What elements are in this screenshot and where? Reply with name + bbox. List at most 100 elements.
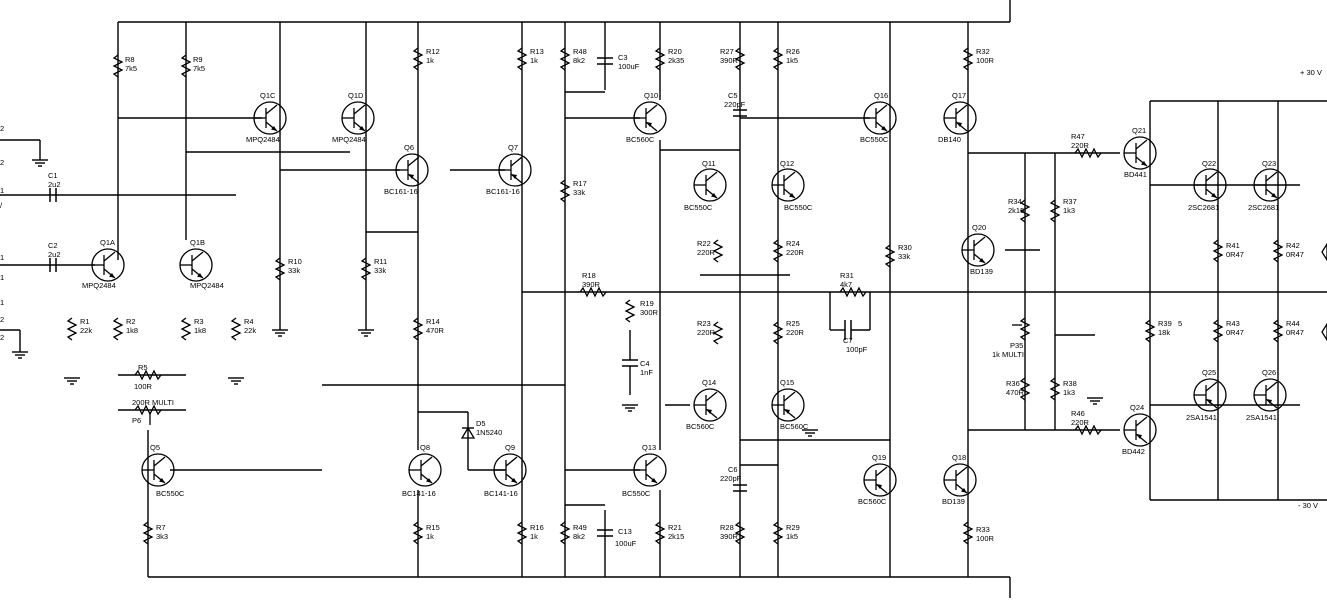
c1-id: C1: [48, 171, 58, 180]
r13-id: R13: [530, 47, 544, 56]
r4-val: 22k: [244, 326, 256, 335]
r3-val: 1k8: [194, 326, 206, 335]
c4-id: C4: [640, 359, 650, 368]
q16-id: Q16: [874, 91, 888, 100]
r27-val: 390R: [720, 56, 739, 65]
pin-label: 1: [0, 186, 4, 195]
q26-type: 2SA1541: [1246, 413, 1277, 422]
r49-val: 8k2: [573, 532, 585, 541]
r47-val: 220R: [1071, 141, 1090, 150]
q21-id: Q21: [1132, 126, 1146, 135]
r1-id: R1: [80, 317, 90, 326]
r11-id: R11: [374, 257, 387, 266]
q25-id: Q25: [1202, 368, 1216, 377]
pin-label: 2: [0, 315, 4, 324]
q10-id: Q10: [644, 91, 658, 100]
r48-val: 8k2: [573, 56, 585, 65]
r8-val: 7k5: [125, 64, 137, 73]
r46-id: R46: [1071, 409, 1085, 418]
q25-type: 2SA1541: [1186, 413, 1217, 422]
q16-type: BC550C: [860, 135, 889, 144]
c1-val: 2u2: [48, 180, 61, 189]
q1c-type: MPQ2484: [246, 135, 280, 144]
q12-id: Q12: [780, 159, 794, 168]
q17-type: DB140: [938, 135, 961, 144]
r33-val: 100R: [976, 534, 995, 543]
p35-val: 1k MULTI: [992, 350, 1024, 359]
r18-id: R18: [582, 271, 596, 280]
r17-val: 33k: [573, 188, 585, 197]
r30-val: 33k: [898, 252, 910, 261]
pin-label: 2: [0, 158, 4, 167]
r28-val: 390R: [720, 532, 739, 541]
q12-type: BC550C: [784, 203, 813, 212]
q22-id: Q22: [1202, 159, 1216, 168]
r15-id: R15: [426, 523, 440, 532]
r5-val: 100R: [134, 382, 153, 391]
q18-id: Q18: [952, 453, 966, 462]
pin-label: 1: [0, 273, 4, 282]
c6-id: C6: [728, 465, 738, 474]
r19-id: R19: [640, 299, 654, 308]
r42-val: 0R47: [1286, 250, 1304, 259]
r16-id: R16: [530, 523, 544, 532]
c3-id: C3: [618, 53, 628, 62]
r7-id: R7: [156, 523, 166, 532]
c3-val: 100uF: [618, 62, 640, 71]
r36-val: 470R: [1006, 388, 1025, 397]
c13-id: C13: [618, 527, 632, 536]
r33-id: R33: [976, 525, 990, 534]
r32-val: 100R: [976, 56, 995, 65]
c7-id: C7: [843, 336, 853, 345]
c5-id: C5: [728, 91, 738, 100]
r2-val: 1k8: [126, 326, 138, 335]
c6-val: 220pF: [720, 474, 742, 483]
q13-id: Q13: [642, 443, 656, 452]
r10-val: 33k: [288, 266, 300, 275]
r27-id: R27: [720, 47, 734, 56]
c13-val: 100uF: [615, 539, 637, 548]
r34-val: 2k15: [1008, 206, 1024, 215]
r17-id: R17: [573, 179, 587, 188]
pin-label: 2: [0, 124, 4, 133]
pin-label: 1: [0, 298, 4, 307]
r37-val: 1k3: [1063, 206, 1075, 215]
r13-val: 1k: [530, 56, 538, 65]
r31-id: R31: [840, 271, 854, 280]
r29-id: R29: [786, 523, 800, 532]
r25-id: R25: [786, 319, 800, 328]
r31-val: 4k7: [840, 280, 852, 289]
q7-id: Q7: [508, 143, 518, 152]
r47-id: R47: [1071, 132, 1085, 141]
q13-type: BC550C: [622, 489, 651, 498]
c4-val: 1nF: [640, 368, 653, 377]
q1a-id: Q1A: [100, 238, 115, 247]
r24-id: R24: [786, 239, 800, 248]
q1d-type: MPQ2484: [332, 135, 366, 144]
q18-type: BD139: [942, 497, 965, 506]
r25-val: 220R: [786, 328, 805, 337]
r30-id: R30: [898, 243, 912, 252]
c7-val: 100pF: [846, 345, 868, 354]
q1d-id: Q1D: [348, 91, 364, 100]
r22-val: 220R: [697, 248, 716, 257]
c2-id: C2: [48, 241, 58, 250]
q1c-id: Q1C: [260, 91, 276, 100]
r41-val: 0R47: [1226, 250, 1244, 259]
r4-id: R4: [244, 317, 254, 326]
r49-id: R49: [573, 523, 587, 532]
pin-label: 2: [0, 333, 4, 342]
q19-id: Q19: [872, 453, 886, 462]
r20-id: R20: [668, 47, 682, 56]
r26-id: R26: [786, 47, 800, 56]
r12-val: 1k: [426, 56, 434, 65]
rail-neg-label: - 30 V: [1298, 501, 1318, 510]
r39-val: 18k: [1158, 328, 1170, 337]
d5-id: D5: [476, 419, 486, 428]
q9-id: Q9: [505, 443, 515, 452]
r34-id: R34: [1008, 197, 1022, 206]
c2-val: 2u2: [48, 250, 61, 259]
r16-val: 1k: [530, 532, 538, 541]
q9-type: BC141-16: [484, 489, 518, 498]
